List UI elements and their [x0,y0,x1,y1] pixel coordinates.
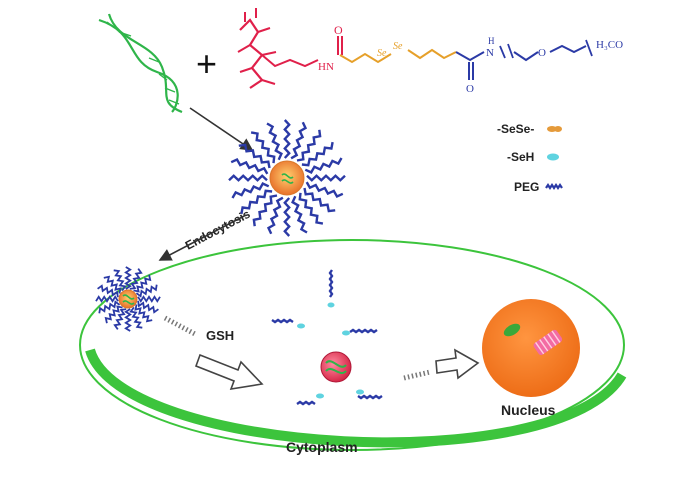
peg-chain [230,157,269,175]
dotted-path-2 [403,369,431,381]
peg-chain [252,194,278,227]
peg-chain [97,284,119,298]
nh-label: N [486,47,494,59]
endocytosis-arrow [158,214,247,261]
hollow-arrow-icon-2 [435,348,480,380]
peg-chain [291,195,308,234]
peg-chain [124,266,132,290]
polymer-structure: O HN Se Se O N H O H₃CO [237,8,623,95]
peg-chain [133,274,152,293]
peg-chain [113,308,127,330]
micelle-small [95,266,161,332]
peg-chain [283,119,291,159]
amide-oxygen-label: O [334,23,343,37]
peg-chain [135,284,158,298]
cell-membrane [79,239,625,451]
cargo-dna-icon [325,360,347,374]
peg-chain [104,305,123,324]
assembly-arrow [189,107,254,151]
carbonyl-oxygen-label: O [466,83,474,95]
selenium-right-label: Se [393,41,403,52]
amide-hn-label: HN [318,61,334,73]
disassembled-micelle [271,269,383,406]
peg-chain [134,304,153,323]
peg-chain [283,197,291,237]
micelle-large [228,119,346,237]
peg-chain [113,269,127,292]
peg-chain [266,196,284,235]
legend-label-seh: -SeH [507,150,534,164]
peg-chain [301,141,334,167]
peg-chain [306,174,346,182]
dotted-path [163,315,197,337]
peg-chain [124,308,132,332]
peg-chain [303,187,336,213]
peg-chain [305,181,344,199]
gsh-label: GSH [206,328,234,343]
legend-label-peg: PEG [514,180,539,194]
peg-chain [137,300,159,314]
dna-cargo-core [320,351,352,383]
peg-chain [231,182,270,199]
core-dna-icon [122,294,135,305]
peg-chain [129,268,143,290]
peg-chain [129,306,143,329]
selenium-left-label: Se [377,48,387,59]
methoxy-label: H₃CO [596,39,623,51]
peg-chain [137,295,161,303]
dna-helix-icon [98,13,183,114]
released-peg-chains [271,269,383,406]
peg-marker-icon [545,183,563,190]
legend-item-sese: -SeSe- [497,122,562,136]
peg-chain [290,121,308,160]
sese-marker-icon [547,126,557,132]
peg-chain [95,295,119,303]
peg-chain [298,192,324,225]
peg-chain [240,189,273,215]
nucleus-chromosome-icon [533,329,563,356]
legend-label-sese: -SeSe- [497,122,534,136]
cell-membrane-lower-edge [85,348,627,448]
peg-chain [250,131,276,164]
plus-sign: + [196,43,217,84]
micelle-core [118,289,138,309]
legend: -SeSe- -SeH PEG [497,122,563,194]
peg-chain [238,143,271,169]
peg-chain [98,300,121,314]
legend-item-seh: -SeH [507,150,559,164]
seh-marker-icon [547,153,559,161]
nucleus-dna-green [503,323,521,337]
h-label: H [488,36,495,46]
peg-chain [266,122,283,161]
sese-marker-icon-b [554,126,562,132]
peg-chain [296,129,322,162]
legend-item-peg: PEG [514,180,563,194]
peg-chain [304,157,343,174]
core-dna-icon [281,173,294,184]
peg-chain [103,275,122,294]
cytoplasm-label: Cytoplasm [286,439,358,455]
hollow-arrow-icon [194,353,264,391]
ether-oxygen-label: O [538,47,546,59]
micelle-core [269,160,305,196]
peg-chain [228,174,268,182]
nucleus [482,299,580,397]
nucleus-label: Nucleus [501,402,556,418]
